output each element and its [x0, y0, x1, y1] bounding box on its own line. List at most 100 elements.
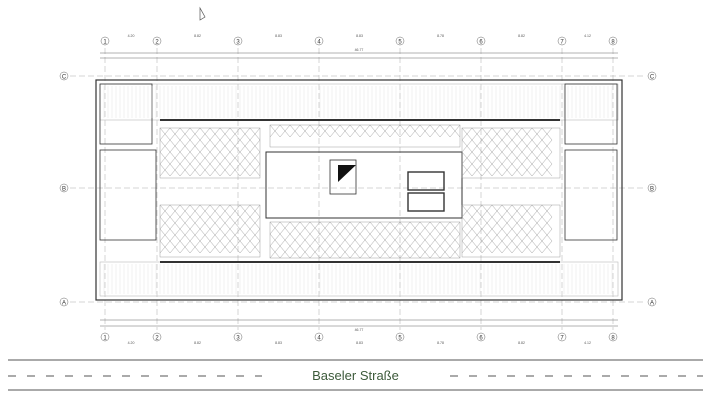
column-axis-marker: [557, 36, 567, 46]
desk-mark: [399, 245, 411, 259]
street: [8, 359, 703, 391]
desk-mark: [159, 127, 171, 141]
desk-mark: [199, 139, 211, 153]
desk-mark: [339, 233, 351, 247]
desk-mark: [319, 233, 331, 247]
shaft-fill: [338, 165, 356, 182]
desk-mark: [219, 240, 231, 254]
desk-mark: [359, 245, 371, 259]
desk-mark: [521, 139, 533, 153]
desk-mark: [541, 163, 553, 177]
desk-mark: [481, 127, 493, 141]
desk-mark: [269, 221, 281, 235]
central-core: [265, 151, 463, 219]
desk-mark: [169, 139, 181, 153]
desk-mark: [511, 127, 523, 141]
desk-mark: [491, 151, 503, 165]
desk-mark: [491, 204, 503, 218]
desk-mark: [409, 233, 421, 247]
desk-mark: [239, 216, 251, 230]
desk-mark: [461, 127, 473, 141]
column-axis-marker: [395, 36, 405, 46]
desk-mark: [199, 204, 211, 218]
row-axis-marker: [647, 297, 657, 307]
column-axis-marker: [152, 332, 162, 342]
lift-2: [407, 192, 445, 212]
desk-mark: [219, 127, 231, 141]
desk-mark: [419, 221, 431, 235]
desk-mark: [199, 127, 211, 141]
workstation-block: [461, 204, 561, 258]
dimension-label: 8.82: [518, 341, 525, 345]
column-axis-label: 7: [560, 336, 564, 342]
overall-dimension: 46.77: [355, 328, 364, 332]
desk-mark: [389, 245, 401, 259]
desk-mark: [521, 216, 533, 230]
desk-mark: [169, 216, 181, 230]
dimension-label: 8.78: [437, 341, 444, 345]
desk-mark: [219, 216, 231, 230]
desk-mark: [461, 216, 473, 230]
desk-mark: [269, 245, 281, 259]
desk-mark: [481, 139, 493, 153]
desk-mark: [471, 163, 483, 177]
workstation-pattern: [103, 86, 613, 294]
desk-mark: [209, 240, 221, 254]
column-axis-label: 7: [560, 40, 564, 46]
column-axis-marker: [314, 36, 324, 46]
workstation-block: [461, 127, 561, 179]
desk-mark: [159, 204, 171, 218]
desk-mark: [329, 233, 341, 247]
desk-mark: [209, 204, 221, 218]
desk-mark: [189, 163, 201, 177]
desk-mark: [229, 139, 241, 153]
column-axis-marker: [100, 36, 110, 46]
desk-mark: [289, 124, 301, 138]
desk-mark: [409, 245, 421, 259]
desk-mark: [471, 151, 483, 165]
desk-mark: [471, 127, 483, 141]
desk-mark: [179, 216, 191, 230]
lift-1: [407, 171, 445, 191]
desk-mark: [389, 221, 401, 235]
desk-mark: [229, 204, 241, 218]
column-axis-marker: [476, 36, 486, 46]
desk-mark: [249, 216, 261, 230]
desk-mark: [219, 151, 231, 165]
desk-mark: [369, 124, 381, 138]
dimension-label: 8.78: [437, 34, 444, 38]
west-stair: [99, 83, 153, 145]
desk-mark: [319, 124, 331, 138]
desk-mark: [179, 240, 191, 254]
desk-mark: [279, 245, 291, 259]
column-axis-label: 3: [236, 40, 240, 46]
desk-mark: [449, 233, 461, 247]
column-axis-label: 4: [317, 40, 321, 46]
shaft: [329, 159, 357, 195]
desk-mark: [409, 124, 421, 138]
desk-mark: [419, 124, 431, 138]
row-axis-marker: [647, 183, 657, 193]
row-axis-label: C: [650, 75, 655, 81]
desk-mark: [511, 216, 523, 230]
desk-mark: [349, 221, 361, 235]
desk-mark: [501, 240, 513, 254]
column-axis-label: 2: [155, 40, 159, 46]
desk-mark: [349, 124, 361, 138]
desk-mark: [481, 216, 493, 230]
desk-mark: [159, 240, 171, 254]
desk-mark: [269, 233, 281, 247]
desk-mark: [239, 127, 251, 141]
desk-mark: [541, 151, 553, 165]
desk-mark: [299, 221, 311, 235]
desk-mark: [179, 127, 191, 141]
column-axis-marker: [476, 332, 486, 342]
desk-mark: [389, 233, 401, 247]
column-axis-label: 6: [479, 336, 483, 342]
desk-mark: [179, 151, 191, 165]
row-axis-label: B: [62, 187, 66, 193]
desk-mark: [249, 204, 261, 218]
south-roof-band: [99, 261, 619, 297]
overall-dimension: 46.77: [355, 48, 364, 52]
desk-mark: [249, 163, 261, 177]
